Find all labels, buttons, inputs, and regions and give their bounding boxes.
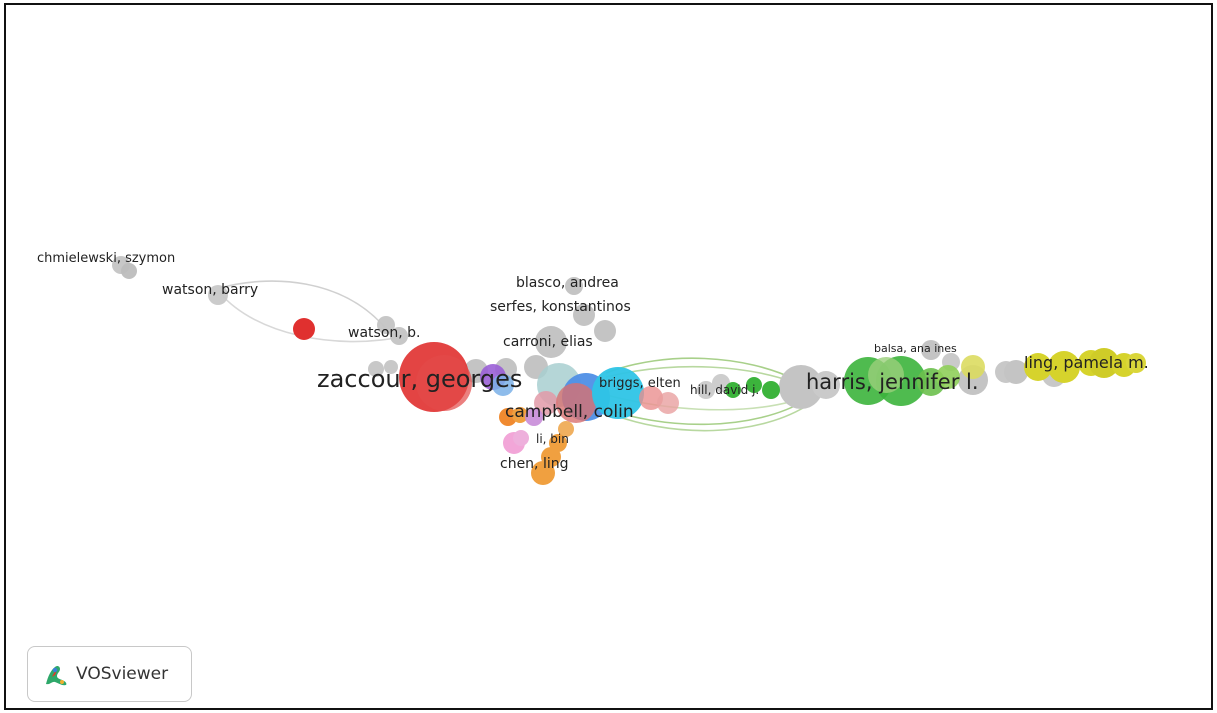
label-chen[interactable]: chen, ling	[500, 456, 569, 472]
node[interactable]	[573, 304, 595, 326]
node[interactable]	[513, 430, 529, 446]
node[interactable]	[746, 377, 762, 393]
label-balsa[interactable]: balsa, ana ines	[874, 342, 957, 355]
node[interactable]	[492, 374, 514, 396]
node[interactable]	[639, 386, 663, 410]
node[interactable]	[1126, 353, 1146, 373]
node[interactable]	[868, 357, 904, 393]
node[interactable]	[558, 421, 574, 437]
node[interactable]	[416, 355, 472, 411]
label-ling[interactable]: ling, pamela m.	[1024, 353, 1149, 372]
node[interactable]	[535, 326, 567, 358]
node[interactable]	[762, 381, 780, 399]
label-briggs[interactable]: briggs, elten	[599, 376, 681, 391]
cluster-nodes	[293, 318, 1146, 485]
node[interactable]	[1024, 353, 1052, 381]
node[interactable]	[293, 318, 315, 340]
node[interactable]	[725, 382, 741, 398]
node[interactable]	[657, 392, 679, 414]
label-harris[interactable]: harris, jennifer l.	[806, 370, 979, 394]
node[interactable]	[531, 461, 555, 485]
node[interactable]	[121, 263, 137, 279]
node[interactable]	[1048, 351, 1080, 383]
node[interactable]	[921, 340, 941, 360]
node[interactable]	[565, 277, 583, 295]
label-hill[interactable]: hill, david j.	[690, 383, 759, 397]
label-blasco[interactable]: blasco, andrea	[516, 275, 619, 291]
node[interactable]	[594, 320, 616, 342]
node[interactable]	[936, 365, 960, 389]
node[interactable]	[384, 360, 398, 374]
visualization-canvas[interactable]: chmielewski, szymon watson, barry watson…	[4, 3, 1213, 710]
node[interactable]	[812, 371, 840, 399]
label-watson-barry[interactable]: watson, barry	[162, 282, 258, 298]
node[interactable]	[390, 327, 408, 345]
node[interactable]	[377, 316, 395, 334]
label-li[interactable]: li, bin	[536, 432, 569, 446]
label-zaccour[interactable]: zaccour, georges	[317, 365, 522, 393]
node-labels: chmielewski, szymon watson, barry watson…	[37, 251, 1149, 472]
vosviewer-brand-badge[interactable]: VOSviewer	[27, 646, 192, 702]
label-watson-b[interactable]: watson, b.	[348, 325, 421, 341]
label-campbell[interactable]: campbell, colin	[505, 402, 634, 422]
node[interactable]	[208, 285, 228, 305]
vosviewer-logo-icon	[46, 665, 67, 686]
label-carroni[interactable]: carroni, elias	[503, 334, 593, 350]
node[interactable]	[556, 383, 596, 423]
co-authorship-network[interactable]: chmielewski, szymon watson, barry watson…	[6, 5, 1215, 712]
node[interactable]	[961, 355, 985, 379]
vosviewer-name: VOSviewer	[76, 664, 169, 684]
node[interactable]	[697, 381, 715, 399]
node[interactable]	[534, 391, 558, 415]
node[interactable]	[368, 361, 384, 377]
node[interactable]	[512, 407, 528, 423]
node[interactable]	[779, 365, 823, 409]
node[interactable]	[1089, 348, 1119, 378]
node[interactable]	[592, 367, 644, 419]
node[interactable]	[1004, 360, 1028, 384]
node[interactable]	[525, 408, 543, 426]
label-chmielewski[interactable]: chmielewski, szymon	[37, 251, 175, 266]
label-serfes[interactable]: serfes, konstantinos	[490, 299, 631, 315]
